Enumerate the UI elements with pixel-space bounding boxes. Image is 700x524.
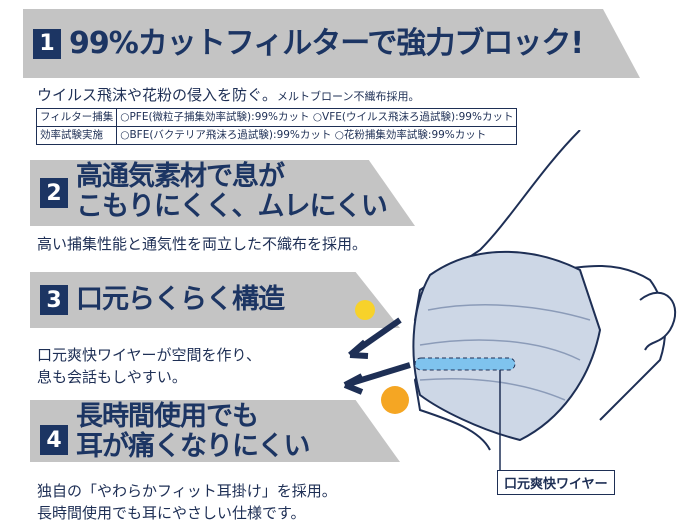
desc-small: メルトブローン不織布採用。 (277, 90, 420, 103)
sun-icon (355, 300, 375, 320)
feature-2-description: 高い捕集性能と通気性を両立した不織布を採用。 (37, 235, 368, 253)
mask-pleats (419, 304, 591, 401)
mask-body (412, 250, 602, 442)
feature-3-banner: 3 口元らくらく構造 (30, 272, 400, 328)
feature-1-banner: 1 99%カットフィルターで強力ブロック! (23, 9, 640, 78)
table-header: フィルター捕集 (35, 108, 118, 127)
feature-4-description: 独自の「やわらかフィット耳掛け」を採用。長時間使用でも耳にやさしい仕様です。 (37, 482, 337, 522)
table-header: 効率試験実施 (35, 126, 118, 145)
feature-1-description: ウイルス飛沫や花粉の侵入を防ぐ。メルトブローン不織布採用。 (37, 84, 419, 108)
feature-number-badge: 4 (40, 425, 68, 455)
feature-title: 高通気素材で息がこもりにくく、ムレにくい (76, 161, 388, 222)
arrow-icon (343, 362, 411, 395)
feature-number-badge: 3 (40, 285, 68, 315)
ear-icon (639, 291, 677, 351)
arrow-icon (348, 317, 402, 359)
mask-illustration (343, 130, 677, 470)
feature-2-banner: 2 高通気素材で息がこもりにくく、ムレにくい (30, 160, 415, 226)
sun-icon (381, 386, 409, 414)
filter-test-table: フィルター捕集○PFE(微粒子捕集効率試験):99%カット ○VFE(ウイルス飛… (35, 108, 518, 145)
desc-main: ウイルス飛沫や花粉の侵入を防ぐ。 (37, 86, 278, 104)
feature-3-description: 口元爽快ワイヤーが空間を作り、息も会話もしやすい。 (37, 346, 261, 386)
wire-icon (414, 357, 516, 371)
feature-number-badge: 1 (33, 28, 61, 59)
feature-title: 99%カットフィルターで強力ブロック! (69, 25, 584, 61)
feature-title: 口元らくらく構造 (76, 284, 285, 315)
feature-title: 長時間使用でも耳が痛くなりにくい (76, 401, 310, 462)
table-row: ○PFE(微粒子捕集効率試験):99%カット ○VFE(ウイルス飛沫ろ過試験):… (116, 108, 518, 127)
table-row: ○BFE(バクテリア飛沫ろ過試験):99%カット ○花粉捕集効率試験:99%カッ… (116, 126, 518, 145)
feature-4-banner: 4 長時間使用でも耳が痛くなりにくい (30, 400, 400, 462)
wire-label: 口元爽快ワイヤー (497, 470, 615, 495)
feature-number-badge: 2 (40, 178, 68, 208)
